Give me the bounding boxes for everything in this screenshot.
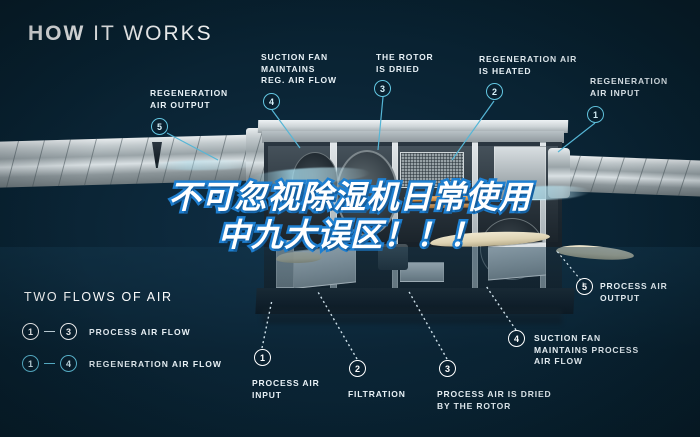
legend-row-process-air-flow: 1 3 PROCESS AIR FLOW — [22, 323, 191, 340]
callout-label-rotor-dried: THE ROTOR IS DRIED — [376, 52, 434, 74]
legend-title: TWO FLOWS OF AIR — [24, 290, 173, 304]
legend-marker-from-1: 1 — [22, 323, 39, 340]
callout-marker-2-top[interactable]: 2 — [486, 83, 503, 100]
callout-label-filtration: FILTRATION — [348, 389, 406, 399]
callout-label-suction-fan-process: SUCTION FAN MAINTAINS PROCESS AIR FLOW — [534, 333, 639, 366]
callout-label-process-air-output: PROCESS AIR OUTPUT — [600, 281, 668, 303]
callout-marker-4-right[interactable]: 4 — [508, 330, 525, 347]
legend-marker-to-4: 4 — [60, 355, 77, 372]
callout-label-regeneration-air-output: REGENERATION AIR OUTPUT — [150, 88, 229, 110]
callout-marker-2-bottom[interactable]: 2 — [349, 360, 366, 377]
callout-label-process-air-input: PROCESS AIR INPUT — [252, 378, 320, 400]
legend-label-regeneration-air-flow: REGENERATION AIR FLOW — [89, 358, 222, 369]
page-title: HOW IT WORKS — [28, 22, 213, 46]
legend-dash — [44, 330, 55, 333]
machine-base-shadow — [262, 310, 562, 324]
page-title-strong: HOW — [28, 22, 86, 45]
callout-label-regeneration-air-input: REGENERATION AIR INPUT — [590, 76, 669, 98]
callout-marker-1-bottom[interactable]: 1 — [254, 349, 271, 366]
legend-dash-cyan — [44, 362, 55, 365]
headline-overlay: 不可忽视除湿机日常使用 中九大误区！！！ — [0, 176, 700, 257]
legend-marker-from-1-cyan: 1 — [22, 355, 39, 372]
callout-marker-4-top[interactable]: 4 — [263, 93, 280, 110]
callout-label-suction-fan-reg: SUCTION FAN MAINTAINS REG. AIR FLOW — [261, 52, 337, 85]
legend-label-process-air-flow: PROCESS AIR FLOW — [89, 326, 191, 337]
headline-line-2: 中九大误区！！！ — [215, 214, 483, 257]
legend-marker-to-3: 3 — [60, 323, 77, 340]
callout-marker-1-top[interactable]: 1 — [587, 106, 604, 123]
callout-marker-5-top[interactable]: 5 — [151, 118, 168, 135]
callout-marker-3-bottom[interactable]: 3 — [439, 360, 456, 377]
headline-line-1: 不可忽视除湿机日常使用 — [166, 176, 533, 219]
callout-label-regeneration-heated: REGENERATION AIR IS HEATED — [479, 54, 578, 76]
legend-row-regeneration-air-flow: 1 4 REGENERATION AIR FLOW — [22, 355, 222, 372]
callout-label-process-air-dried: PROCESS AIR IS DRIED BY THE ROTOR — [437, 389, 552, 411]
callout-marker-5-right[interactable]: 5 — [576, 278, 593, 295]
page-title-light: IT WORKS — [93, 22, 213, 45]
callout-marker-3-top[interactable]: 3 — [374, 80, 391, 97]
